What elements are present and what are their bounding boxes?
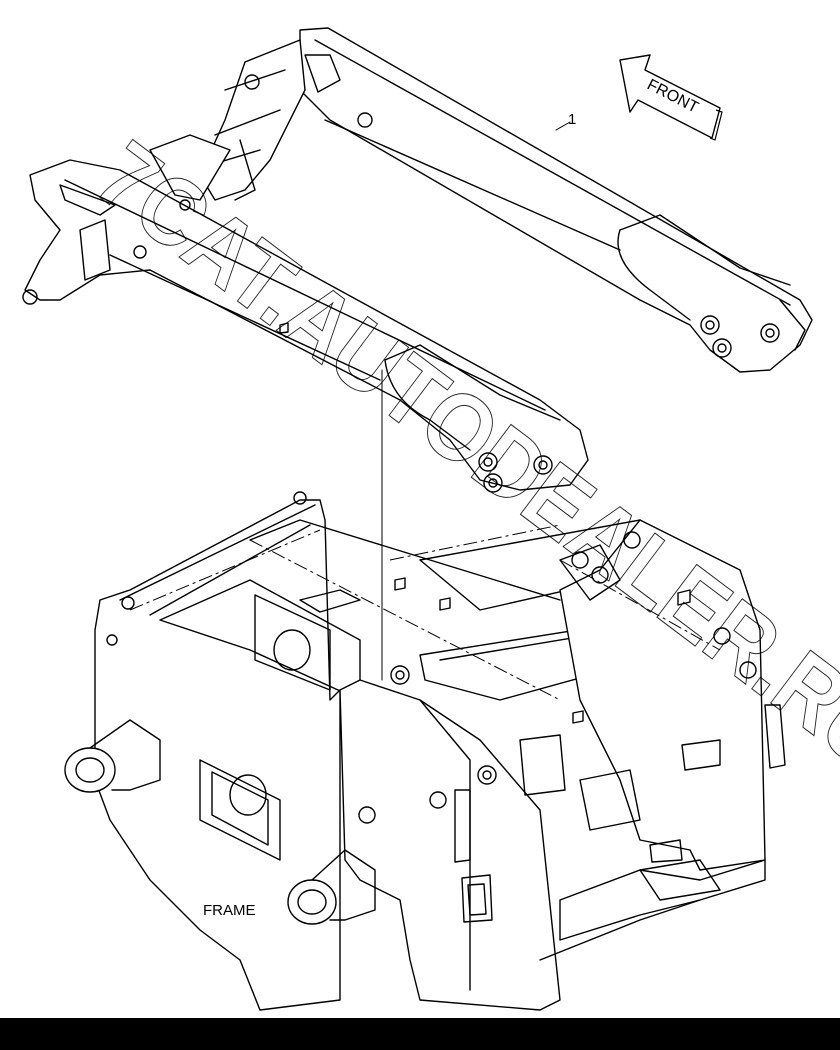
frame-label: FRAME	[203, 902, 256, 919]
main-frame	[64, 491, 786, 1011]
rear-lift-arm	[299, 27, 813, 373]
part-number-label: 1	[568, 111, 576, 128]
front-arrow: FRONT	[619, 54, 723, 141]
bottom-border-bar	[0, 1018, 840, 1050]
cross-member	[149, 39, 306, 201]
front-lift-arm	[22, 159, 589, 493]
lift-arm-assembly	[22, 27, 813, 681]
hidden-line	[129, 524, 721, 701]
